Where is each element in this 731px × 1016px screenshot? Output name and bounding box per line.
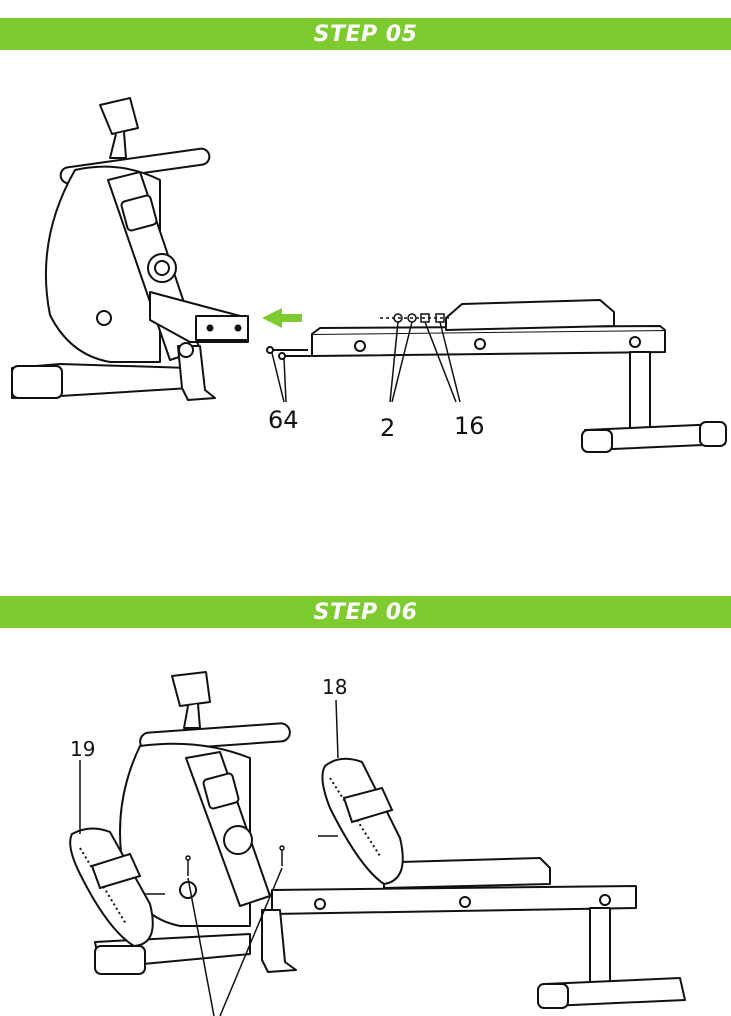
bolt-64-icon	[266, 346, 318, 360]
label-19: 19	[70, 737, 95, 761]
seat	[445, 299, 615, 331]
label-2: 2	[380, 414, 395, 442]
left-pedal-19	[69, 827, 154, 948]
main-rail	[311, 299, 727, 453]
washer-nut-icons	[380, 313, 450, 323]
step-06-header: STEP 06	[0, 596, 731, 628]
main-rail	[271, 885, 637, 915]
monitor-icon	[171, 671, 211, 707]
label-16: 16	[454, 412, 485, 440]
label-64: 64	[268, 406, 299, 434]
monitor-icon	[99, 97, 139, 159]
seat	[383, 857, 551, 889]
arrow-left-icon	[262, 308, 302, 328]
step-06-illustration: 18 19	[69, 671, 686, 1016]
right-pedal-18	[321, 757, 404, 886]
step-05-illustration: 64 2 16	[11, 97, 727, 453]
screw-icons	[145, 835, 338, 895]
label-18: 18	[322, 675, 347, 699]
step-05-title: STEP 05	[313, 21, 418, 47]
step-05-header: STEP 05	[0, 18, 731, 50]
step-06-title: STEP 06	[313, 599, 418, 625]
